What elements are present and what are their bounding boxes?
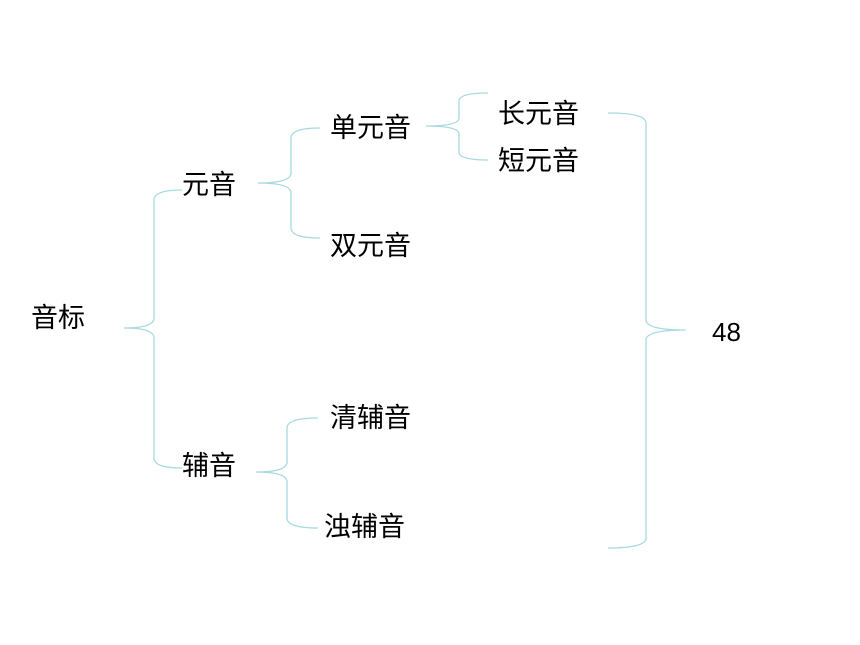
short-vowel-label: 短元音 bbox=[498, 146, 579, 177]
monophthong-label: 单元音 bbox=[330, 113, 411, 144]
diphthong-label: 双元音 bbox=[330, 231, 411, 262]
bracket-total bbox=[607, 112, 687, 549]
root-label: 音标 bbox=[31, 303, 85, 334]
voiceless-consonant-label: 清辅音 bbox=[330, 403, 411, 434]
bracket-consonant bbox=[255, 417, 319, 529]
total-count: 48 bbox=[712, 317, 741, 347]
vowel-label: 元音 bbox=[182, 170, 236, 201]
long-vowel-label: 长元音 bbox=[498, 99, 579, 130]
voiced-consonant-label: 浊辅音 bbox=[324, 512, 405, 543]
bracket-monophthong bbox=[425, 92, 489, 161]
bracket-vowel bbox=[257, 127, 321, 239]
consonant-label: 辅音 bbox=[182, 451, 236, 482]
bracket-root bbox=[123, 189, 183, 469]
